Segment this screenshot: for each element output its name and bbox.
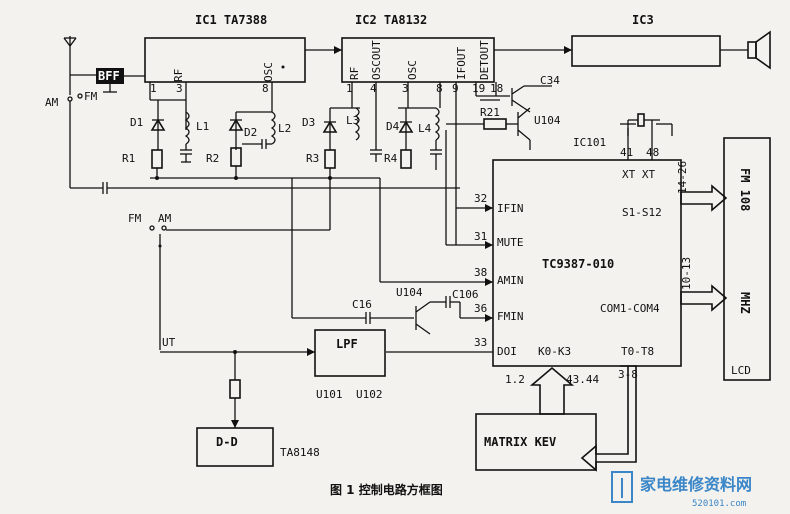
ic1-title: IC1 TA7388 — [195, 13, 267, 27]
label-u104-bottom: U104 — [396, 286, 423, 299]
label-l3: L3 — [346, 114, 359, 127]
bff-box — [96, 68, 124, 84]
label-r21: R21 — [480, 106, 500, 119]
transistor-u104-side — [511, 85, 525, 109]
tc-pin-amin: AMIN — [497, 274, 524, 287]
ic1-pin-osc: OSC — [262, 62, 275, 82]
label-l1: L1 — [196, 120, 209, 133]
switch-fm-1: FM — [84, 90, 98, 103]
dd-label: D-D — [216, 435, 238, 449]
lpf-label: LPF — [336, 337, 358, 351]
ic2-title: IC2 TA8132 — [355, 13, 427, 27]
label-l4: L4 — [418, 122, 432, 135]
tc-pin-t: T0-T8 — [621, 345, 654, 358]
pin-48: 48 — [646, 146, 659, 159]
tc-num-36: 36 — [474, 302, 487, 315]
figure-caption: 图 1 控制电路方框图 — [330, 482, 443, 497]
dd-box — [196, 427, 274, 467]
ic2-pin-ifout: IFOUT — [455, 47, 468, 80]
ic2-box — [341, 37, 495, 83]
tc-pin-s: S1-S12 — [622, 206, 662, 219]
ic2-pin-rf: RF — [348, 67, 361, 80]
tc-pin-ifin: IFIN — [497, 202, 524, 215]
label-c34: C34 — [540, 74, 560, 87]
label-d2: D2 — [244, 126, 257, 139]
speaker-icon — [747, 30, 771, 70]
tc-pin-xt: XT XT — [622, 168, 655, 181]
watermark-url: 520101.com — [692, 499, 746, 509]
lcd-text-fm: FM 108 — [738, 168, 752, 211]
bff-label: BFF — [98, 69, 120, 83]
tc9387-box — [492, 159, 682, 367]
tc-num-32: 32 — [474, 192, 487, 205]
matrix-label: MATRIX KEV — [484, 435, 556, 449]
switch-am-1: AM — [45, 96, 59, 109]
switch-am-2: AM — [158, 212, 172, 225]
label-d3: D3 — [302, 116, 315, 129]
label-d1: D1 — [130, 116, 143, 129]
tc-num-38: 38 — [474, 266, 487, 279]
label-ic101: IC101 — [573, 136, 606, 149]
tc-pin-doi: DOI — [497, 345, 517, 358]
pin-8b: 8 — [436, 82, 443, 95]
antenna-icon — [63, 36, 77, 95]
label-r2: R2 — [206, 152, 219, 165]
label-l2: L2 — [278, 122, 291, 135]
ic2-pin-oscout: OSCOUT — [370, 40, 383, 80]
ic3-box — [571, 35, 721, 67]
matrix-box — [475, 413, 597, 471]
pin-3a: 3 — [176, 82, 183, 95]
pin-8a: 8 — [262, 82, 269, 95]
matrix-arrow-right — [580, 365, 637, 472]
lpf-u101: U101 — [316, 388, 343, 401]
watermark: 家电维修资料网 520101.com — [611, 471, 752, 509]
pin-3b: 3 — [402, 82, 409, 95]
tc9387-name: TC9387-010 — [542, 257, 614, 271]
ic2-pin-osc: OSC — [406, 60, 419, 80]
pin-4: 4 — [370, 82, 377, 95]
label-r1: R1 — [122, 152, 135, 165]
label-u104-top: U104 — [534, 114, 561, 127]
lcd-text-mhz: MHZ — [738, 292, 752, 314]
switch-fm-2: FM — [128, 212, 142, 225]
label-r3: R3 — [306, 152, 319, 165]
tc-num-1-2: 1.2 — [505, 373, 525, 386]
lpf-box — [314, 329, 386, 377]
pin-1: 1 — [150, 82, 157, 95]
transistor-u104-top — [517, 107, 531, 141]
tc-pin-fmin: FMIN — [497, 310, 524, 323]
ic3-title: IC3 — [632, 13, 654, 27]
label-d4: D4 — [386, 120, 400, 133]
arrow-segments — [680, 184, 728, 312]
label-c16: C16 — [352, 298, 372, 311]
tc-pin-k: K0-K3 — [538, 345, 571, 358]
label-ut: UT — [162, 336, 176, 349]
tc-pin-mute: MUTE — [497, 236, 524, 249]
matrix-arrow-up — [529, 366, 575, 415]
ic1-box — [144, 37, 306, 83]
label-r4: R4 — [384, 152, 398, 165]
pin-41: 41 — [620, 146, 633, 159]
tc-num-14-26: 14-26 — [676, 161, 689, 194]
pin-19: 19 — [472, 82, 485, 95]
dd-part: TA8148 — [280, 446, 320, 459]
ic1-pin-rf: RF — [172, 69, 185, 82]
pin-9: 9 — [452, 82, 459, 95]
tc-pin-com: COM1-COM4 — [600, 302, 660, 315]
transistor-u104-bottom — [415, 296, 461, 335]
tc-num-33: 33 — [474, 336, 487, 349]
watermark-text: 家电维修资料网 — [640, 475, 752, 494]
ic2-pin-detout: DETOUT — [478, 40, 491, 80]
lcd-text-lcd: LCD — [731, 364, 751, 377]
label-c106: C106 — [452, 288, 479, 301]
tc-num-43-44: 43.44 — [566, 373, 599, 386]
lpf-u102: U102 — [356, 388, 383, 401]
lcd-box — [723, 137, 771, 381]
tc-num-10-13: 10-13 — [680, 257, 693, 290]
pin-1b: 1 — [346, 82, 353, 95]
tc-num-31: 31 — [474, 230, 487, 243]
